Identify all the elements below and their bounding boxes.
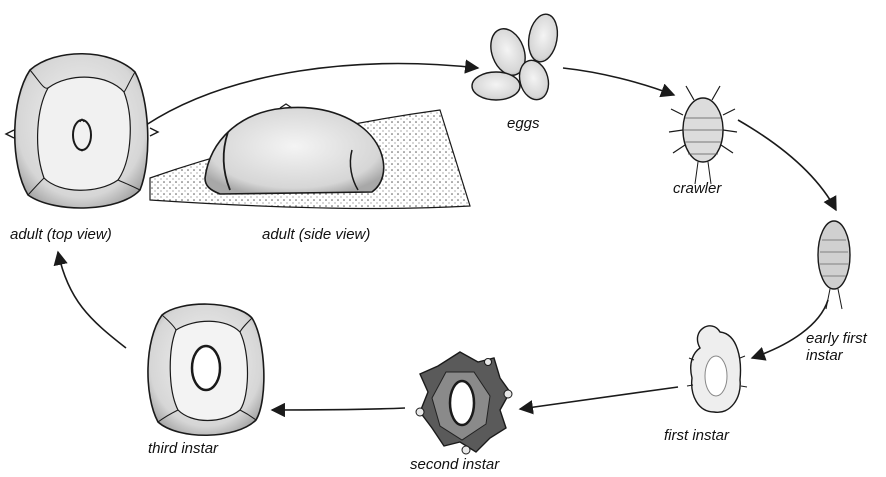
arrow-first-to-second <box>520 387 678 409</box>
early-first-instar-label-line2: instar <box>806 347 867 364</box>
arrow-crawler-to-early-first <box>738 120 836 210</box>
crawler-illustration <box>669 86 737 184</box>
eggs-illustration <box>472 12 561 103</box>
first-instar-illustration <box>687 326 747 412</box>
third-instar-illustration <box>148 304 264 435</box>
second-instar-label: second instar <box>410 456 499 473</box>
early-first-instar-label-line1: early first <box>806 330 867 347</box>
crawler-label: crawler <box>673 180 721 197</box>
second-instar-illustration <box>416 352 512 454</box>
arrow-third-to-adult <box>58 252 126 348</box>
adult-side-view-label: adult (side view) <box>262 226 370 243</box>
eggs-label: eggs <box>507 115 540 132</box>
early-first-instar-illustration <box>818 221 850 309</box>
adult-top-view-label: adult (top view) <box>10 226 112 243</box>
third-instar-label: third instar <box>148 440 218 457</box>
adult-side-view-illustration <box>150 104 470 208</box>
adult-top-view-illustration <box>6 54 158 208</box>
first-instar-label: first instar <box>664 427 729 444</box>
early-first-instar-label: early first instar <box>806 330 867 364</box>
arrow-eggs-to-crawler <box>563 68 674 95</box>
arrow-second-to-third <box>272 408 405 410</box>
